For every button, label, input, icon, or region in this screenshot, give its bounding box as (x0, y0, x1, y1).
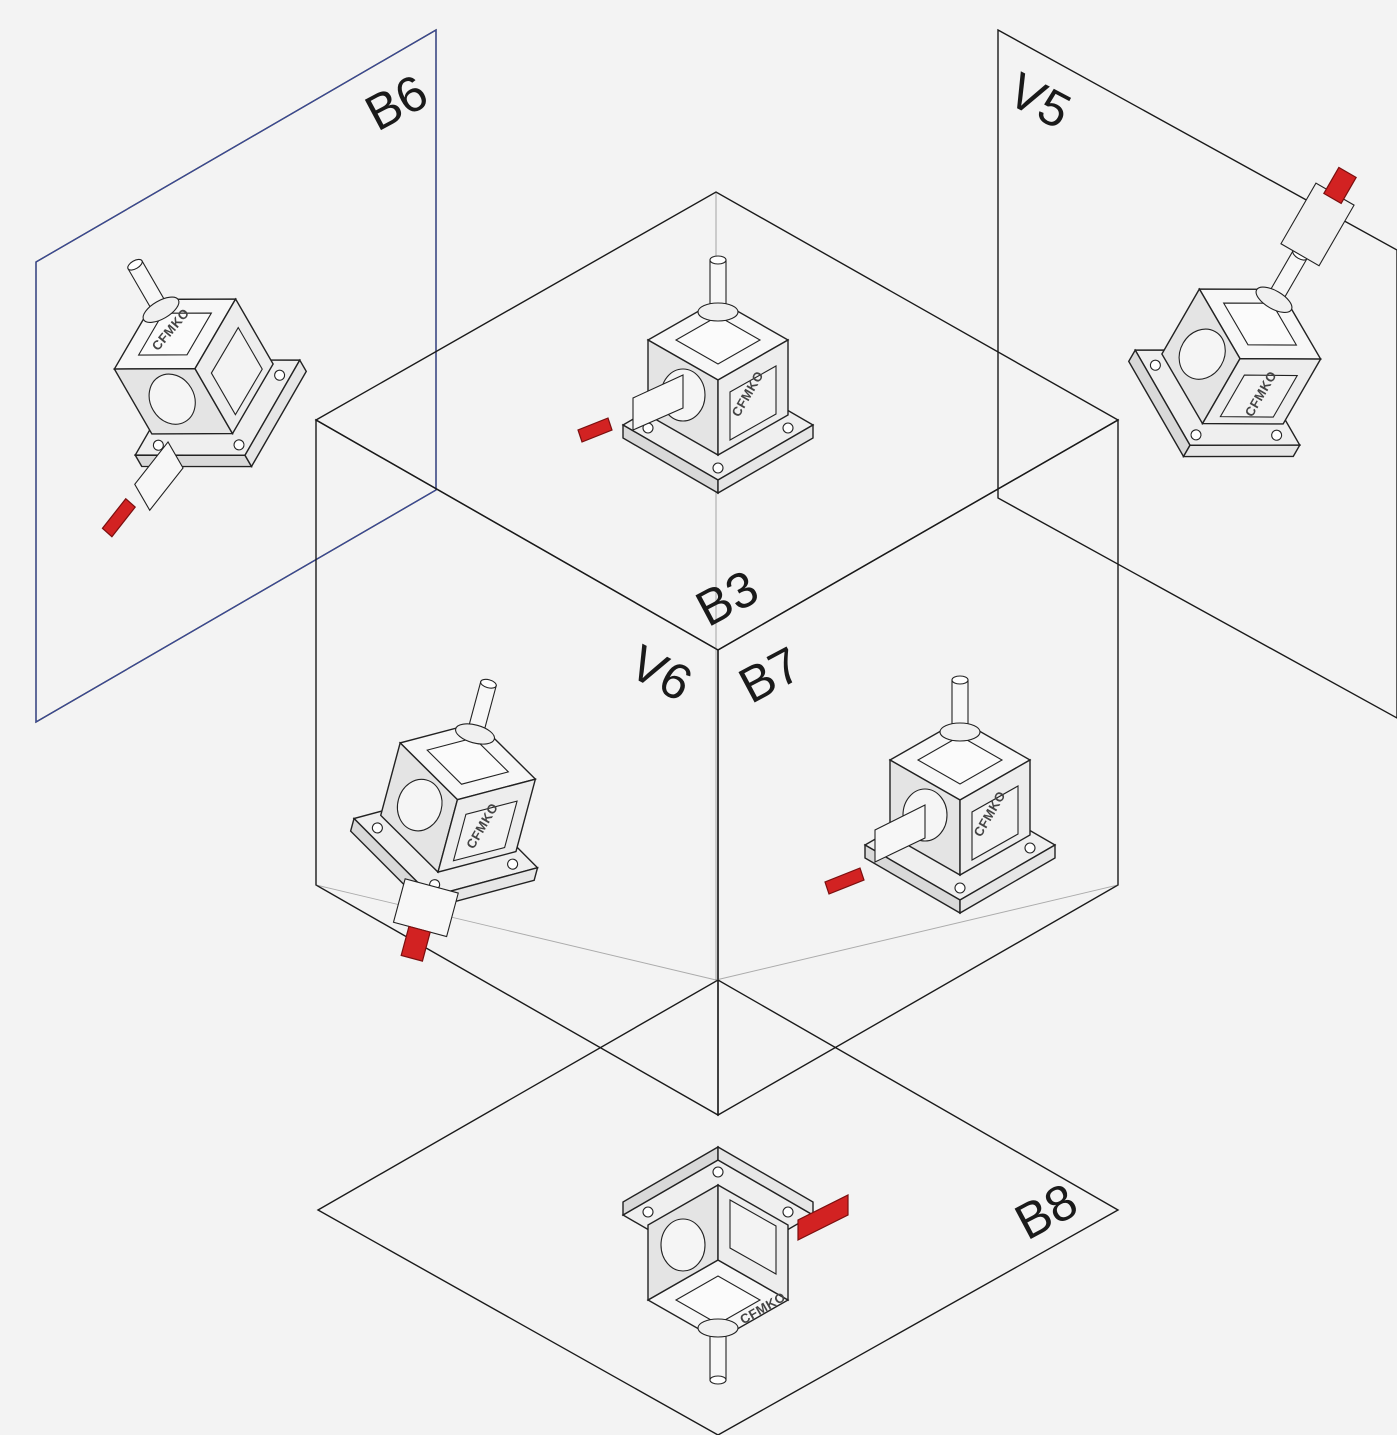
gearbox-b8 (622, 1146, 849, 1385)
gearbox-icon (864, 675, 1056, 914)
gearbox-b6: CFMKO (50, 213, 335, 538)
gearbox-icon (1100, 203, 1385, 505)
label-b6: B6 (356, 64, 436, 142)
gearbox-icon (622, 1146, 814, 1385)
gearbox-b3: CFMKO (577, 255, 814, 494)
label-v5: V5 (999, 62, 1079, 140)
gearbox-icon (335, 654, 582, 935)
gearbox-icon (622, 255, 814, 494)
gearbox-v6: CFMKO (335, 654, 582, 962)
label-b7: B7 (730, 636, 810, 714)
label-v6: V6 (621, 634, 701, 712)
gearbox-icon (50, 213, 335, 515)
gearbox-v5: CFMKO (1100, 166, 1385, 505)
gearbox-b7: CFMKO (824, 675, 1056, 914)
label-b3: B3 (687, 559, 767, 637)
